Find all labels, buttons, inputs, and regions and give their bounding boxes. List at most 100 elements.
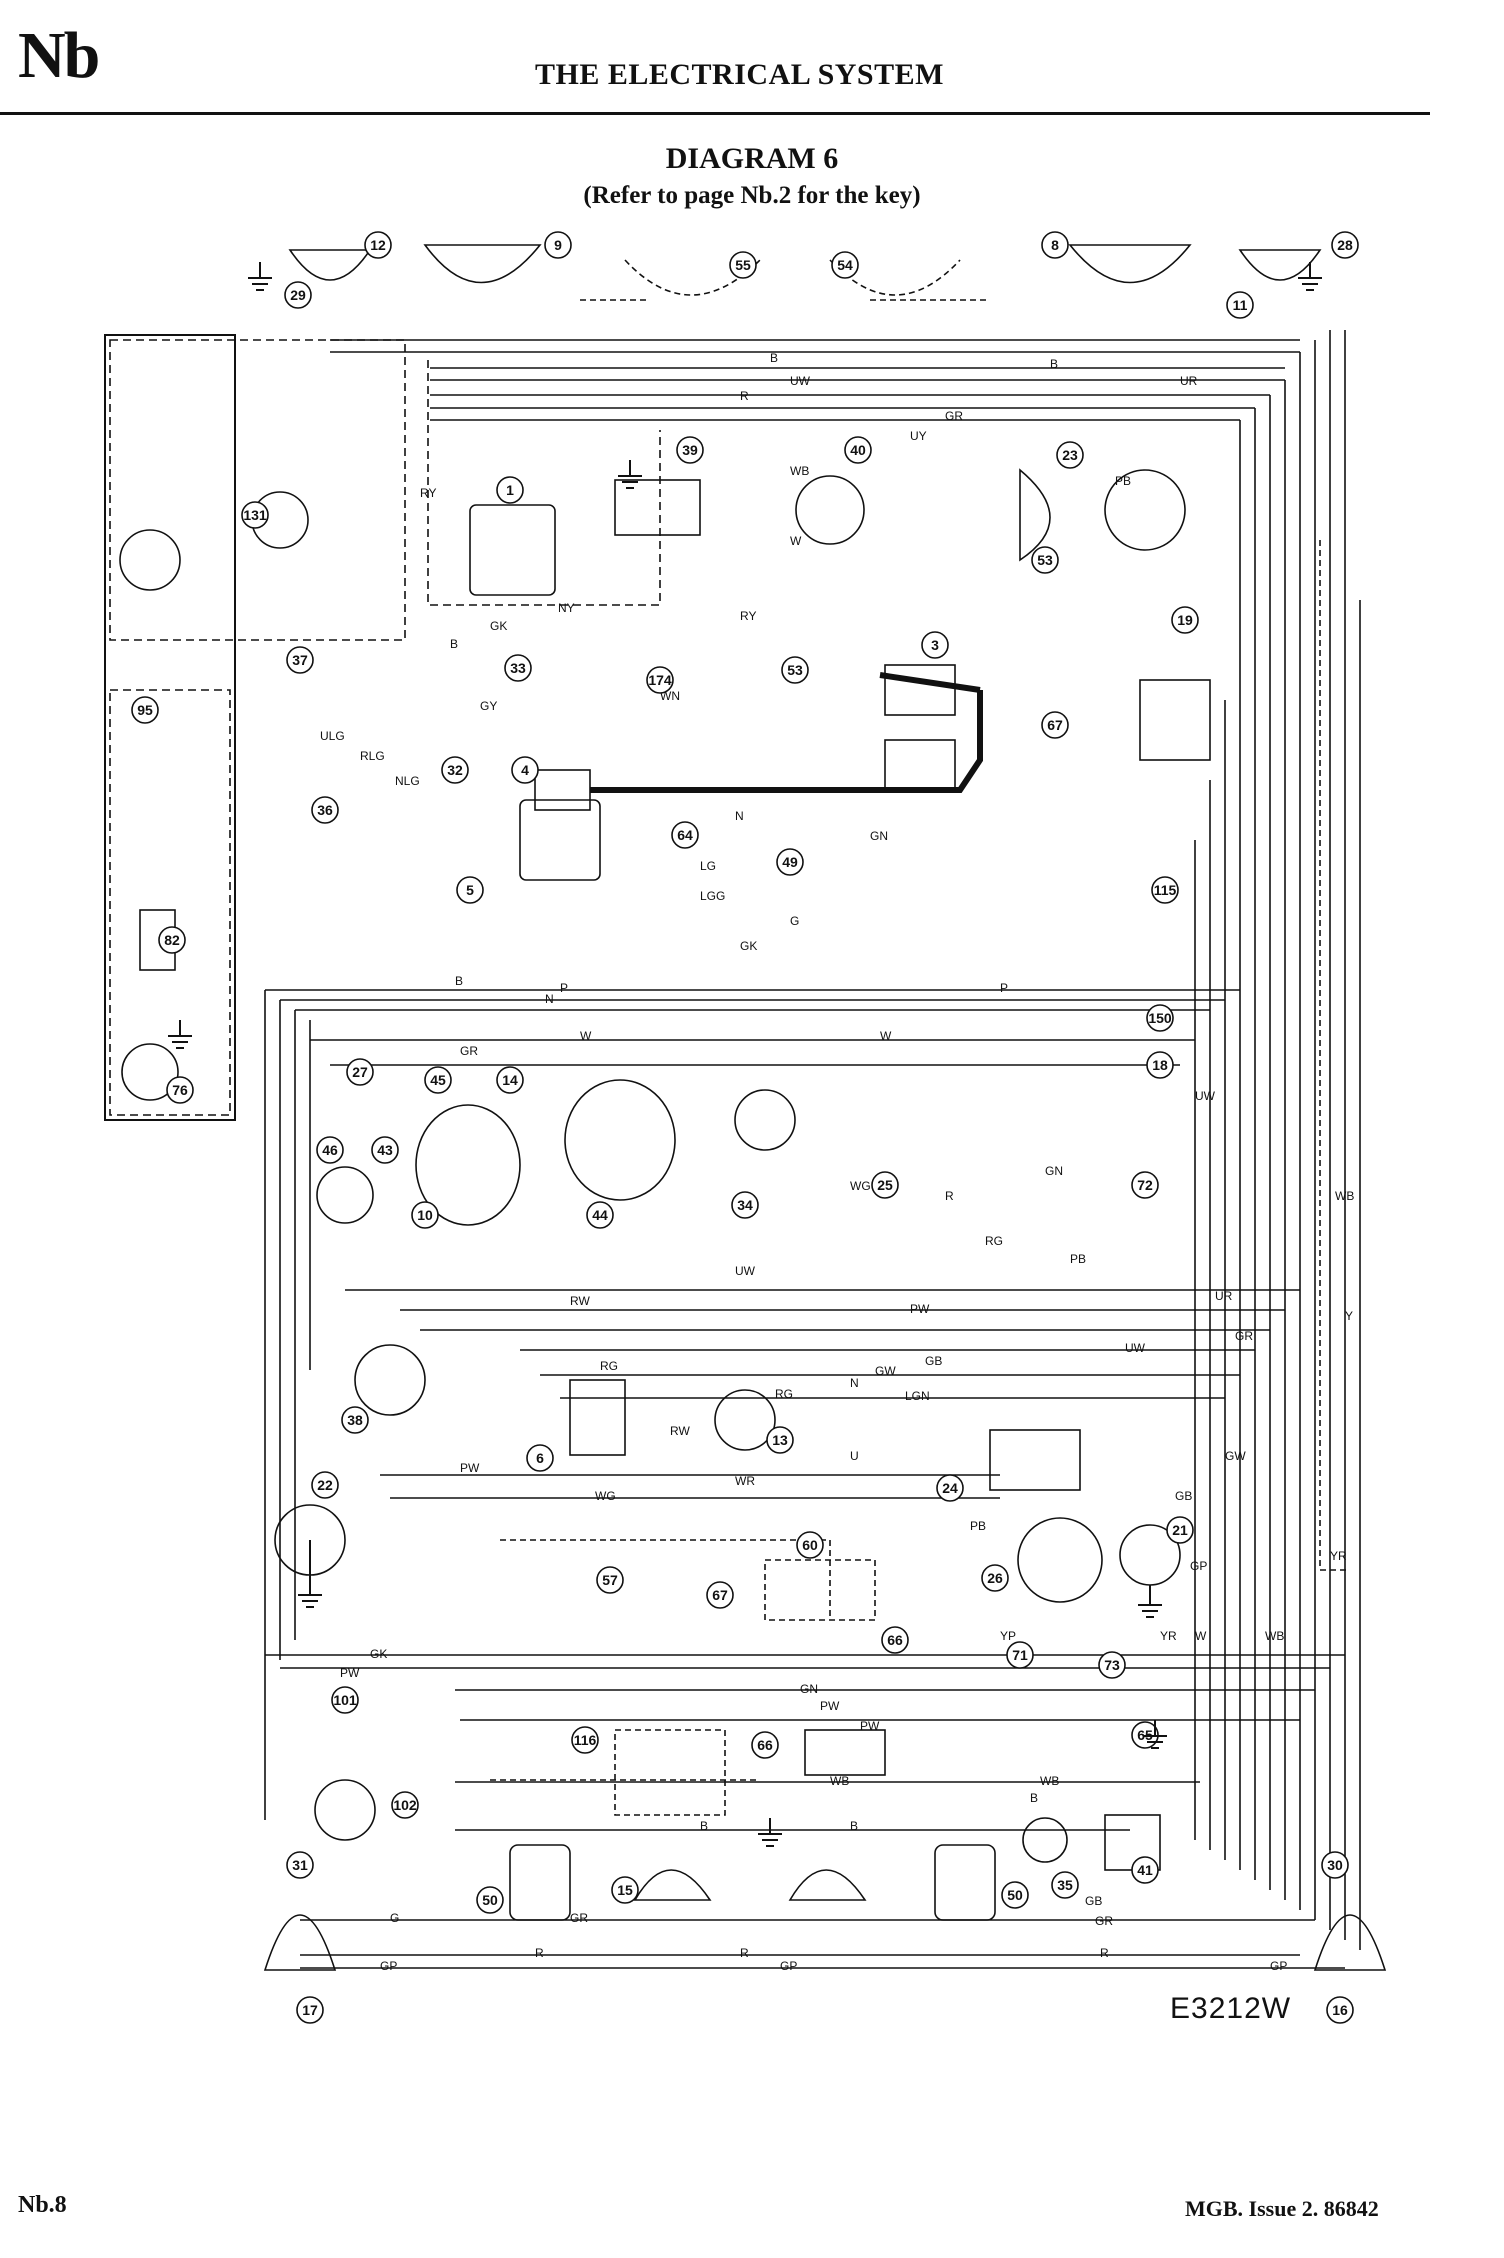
oil-gauge (316, 1166, 374, 1224)
svg-text:55: 55 (735, 257, 751, 273)
svg-text:24: 24 (942, 1480, 958, 1496)
svg-text:8: 8 (1051, 237, 1059, 253)
dashed-harness-top (427, 360, 661, 606)
svg-text:NLG: NLG (395, 774, 420, 788)
svg-text:R: R (740, 1946, 749, 1960)
svg-text:4: 4 (521, 762, 529, 778)
svg-text:GW: GW (875, 1364, 896, 1378)
right-harness-verticals (1194, 330, 1361, 1950)
svg-text:38: 38 (347, 1412, 363, 1428)
ignition-switch (354, 1344, 426, 1416)
earth-symbols (168, 262, 1322, 1847)
svg-text:66: 66 (757, 1737, 773, 1753)
svg-text:B: B (450, 637, 458, 651)
svg-text:101: 101 (333, 1692, 357, 1708)
dashed-bottom-lead (500, 1539, 831, 1620)
svg-text:16: 16 (1332, 2002, 1348, 2018)
svg-text:37: 37 (292, 652, 308, 668)
svg-text:115: 115 (1154, 882, 1177, 898)
svg-text:LG: LG (700, 859, 716, 873)
reverse-lamp-right (788, 1869, 867, 1901)
mid-harness-lines (265, 989, 1345, 1969)
svg-text:30: 30 (1327, 1857, 1343, 1873)
svg-text:174: 174 (648, 672, 672, 688)
svg-text:43: 43 (377, 1142, 393, 1158)
svg-text:N: N (545, 992, 554, 1006)
svg-text:12: 12 (370, 237, 386, 253)
reverse-lamp-left (633, 1869, 712, 1901)
headlamp-right (1068, 244, 1192, 284)
dynamo (469, 504, 556, 596)
svg-text:GB: GB (925, 1354, 942, 1368)
diagram-title: DIAGRAM 6 (665, 142, 839, 175)
inset-panel-lamps (109, 689, 231, 1116)
svg-text:31: 31 (292, 1857, 308, 1873)
svg-text:53: 53 (787, 662, 803, 678)
svg-text:39: 39 (682, 442, 698, 458)
svg-text:RW: RW (670, 1424, 690, 1438)
page-number: Nb.8 (18, 2192, 67, 2218)
svg-text:35: 35 (1057, 1877, 1073, 1893)
svg-text:WB: WB (1265, 1629, 1284, 1643)
svg-text:B: B (1050, 357, 1058, 371)
battery-link (879, 672, 981, 693)
headlamp-left-outer (288, 249, 372, 281)
svg-text:GK: GK (370, 1647, 387, 1661)
svg-text:GR: GR (570, 1911, 588, 1925)
svg-text:15: 15 (617, 1882, 633, 1898)
rear-lamp-right (934, 1844, 996, 1921)
svg-text:10: 10 (417, 1207, 433, 1223)
drawing-code: E3212W (1170, 1992, 1292, 2025)
svg-text:NY: NY (558, 601, 575, 615)
svg-text:82: 82 (164, 932, 180, 948)
svg-text:GN: GN (800, 1682, 818, 1696)
svg-text:WB: WB (1335, 1189, 1354, 1203)
svg-text:GK: GK (740, 939, 757, 953)
fuel-gauge (734, 1089, 796, 1151)
svg-text:UR: UR (1180, 374, 1198, 388)
svg-text:44: 44 (592, 1207, 608, 1223)
svg-text:40: 40 (850, 442, 866, 458)
indicator-switch (1017, 1517, 1103, 1603)
svg-text:64: 64 (677, 827, 693, 843)
svg-text:N: N (850, 1376, 859, 1390)
svg-text:50: 50 (1007, 1887, 1023, 1903)
svg-text:PB: PB (970, 1519, 986, 1533)
svg-text:WB: WB (830, 1774, 849, 1788)
svg-text:6: 6 (536, 1450, 544, 1466)
svg-text:34: 34 (737, 1197, 753, 1213)
svg-text:PW: PW (910, 1302, 930, 1316)
starter-motor (519, 799, 601, 881)
svg-text:G: G (790, 914, 799, 928)
svg-text:67: 67 (1047, 717, 1063, 733)
svg-text:B: B (850, 1819, 858, 1833)
svg-text:26: 26 (987, 1570, 1003, 1586)
svg-text:WB: WB (790, 464, 809, 478)
svg-text:P: P (560, 981, 568, 995)
inset-panel-ignition (109, 339, 406, 641)
svg-text:B: B (455, 974, 463, 988)
svg-text:LGG: LGG (700, 889, 725, 903)
svg-text:GW: GW (1225, 1449, 1246, 1463)
headlamp-right-outer (1238, 249, 1322, 281)
boot-lamp (1022, 1817, 1068, 1863)
svg-text:RG: RG (985, 1234, 1003, 1248)
lighting-switch (569, 1379, 626, 1456)
svg-text:13: 13 (772, 1432, 788, 1448)
svg-text:U: U (850, 1449, 859, 1463)
svg-text:PW: PW (460, 1461, 480, 1475)
svg-text:PB: PB (1115, 474, 1131, 488)
svg-text:73: 73 (1104, 1657, 1120, 1673)
svg-text:29: 29 (290, 287, 306, 303)
svg-text:RY: RY (740, 609, 756, 623)
tachometer (564, 1079, 676, 1201)
fog-relay (764, 1559, 876, 1621)
svg-text:71: 71 (1012, 1647, 1028, 1663)
svg-text:50: 50 (482, 1892, 498, 1908)
svg-text:RLG: RLG (360, 749, 385, 763)
svg-text:72: 72 (1137, 1177, 1153, 1193)
svg-text:UW: UW (735, 1264, 756, 1278)
svg-text:UW: UW (790, 374, 811, 388)
